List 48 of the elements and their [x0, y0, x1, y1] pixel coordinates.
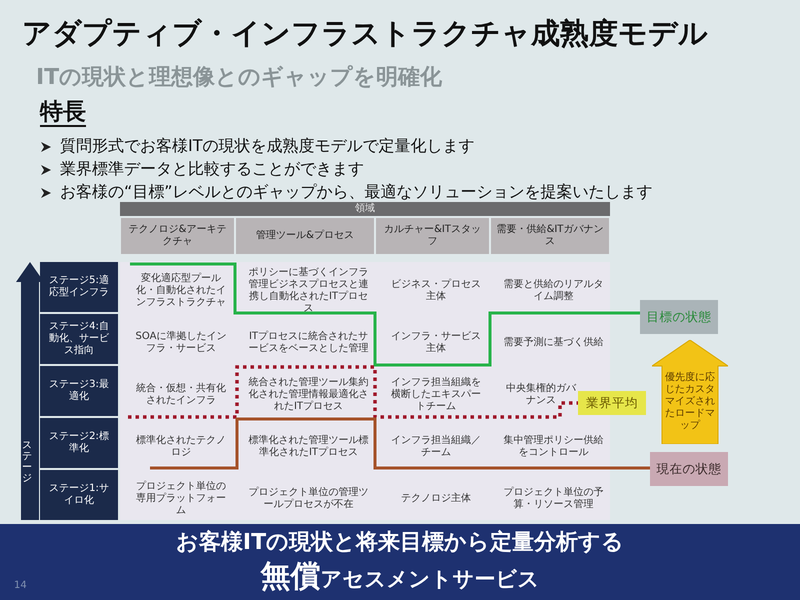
cell-text: プロジェクト単位の管理ツールプロセスが不在: [248, 487, 370, 511]
page-number: 14: [14, 580, 27, 591]
bullet-text: 業界標準データと比較することができます: [60, 159, 364, 180]
level-line: [150, 418, 650, 470]
section-heading: 特長: [40, 100, 86, 128]
cell-text: ビジネス・プロセス主体: [390, 279, 482, 303]
cell-text: 統合・仮想・共有化されたインフラ: [135, 383, 227, 407]
bullet-text: お客様の“目標”レベルとのギャップから、最適なソリューションを提案いたします: [60, 182, 653, 202]
cell-text: インフラ担当組織を横断したエキスパートチーム: [390, 377, 482, 413]
column-header: カルチャー&ITスタッフ: [376, 218, 489, 254]
bullet-text: 質問形式でお客様ITの現状を成熟度モデルで定量化します: [60, 136, 474, 157]
cell-text: 需要予測に基づく供給: [504, 337, 604, 349]
cell-text: 集中管理ポリシー供給をコントロール: [502, 435, 604, 459]
state-label-box: 業界平均: [578, 391, 646, 415]
column-header: 需要・供給&ITガバナンス: [491, 218, 609, 254]
cell-text: 中央集権的ガバナンス: [505, 383, 578, 407]
subtitle: ITの現状と理想像とのギャップを明確化: [36, 64, 442, 92]
state-label-box: 目標の状態: [640, 300, 718, 334]
cell-text: 標準化されたテクノロジ: [135, 435, 227, 459]
level-line: [130, 262, 640, 366]
banner-emphasis-text: 無償: [260, 558, 320, 596]
cell-text: 統合された管理ツール集約化された管理情報最適化されたITプロセス: [248, 377, 370, 413]
cell-text: プロジェクト単位の専用プラットフォーム: [135, 481, 227, 517]
cell-text: 需要と供給のリアルタイム調整: [502, 279, 604, 303]
state-label-box: 現在の状態: [650, 452, 728, 486]
cell-text: テクノロジ主体: [401, 493, 471, 505]
cell-text: ポリシーに基づくインフラ管理ビジネスプロセスと連携し自動化されたITプロセス: [248, 267, 370, 315]
header-band: 領域: [120, 202, 610, 216]
stage-label: ステージ2:標準化: [40, 418, 118, 468]
cell-text: インフラ・サービス主体: [390, 331, 482, 355]
cell-text: ITプロセスに統合されたサービスをベースとした管理: [248, 331, 370, 355]
cell-text: プロジェクト単位の予算・リソース管理: [502, 487, 604, 511]
cell-text: インフラ担当組織／チーム: [390, 435, 482, 459]
cell-text: 標準化された管理ツール標準化されたITプロセス: [248, 435, 370, 459]
banner-service-text: アセスメントサービス: [320, 566, 540, 593]
column-header: テクノロジ&アーキテクチャ: [121, 218, 234, 254]
cell-text: SOAに準拠したインフラ・サービス: [134, 331, 228, 355]
arrow-text: 優先度に応じたカスタマイズされたロードマップ: [665, 372, 715, 432]
banner-text: お客様ITの現状と将来目標から定量分析する: [174, 528, 626, 557]
stage-label: ステージ1:サイロ化: [40, 470, 118, 520]
cell-text: 変化適応型プール化・自動化されたインフラストラクチャ: [135, 273, 227, 309]
title: アダプティブ・インフラストラクチャ成熟度モデル: [22, 15, 708, 52]
column-header: 管理ツール&プロセス: [236, 218, 374, 254]
stage-label: ステージ4:自動化、サービス指向: [40, 314, 118, 364]
stage-label: ステージ3:最適化: [40, 366, 118, 416]
stage-label: ステージ5:適応型インフラ: [40, 262, 118, 312]
dotted-level-line: [128, 365, 578, 419]
axis-label: ステージ: [22, 440, 32, 484]
